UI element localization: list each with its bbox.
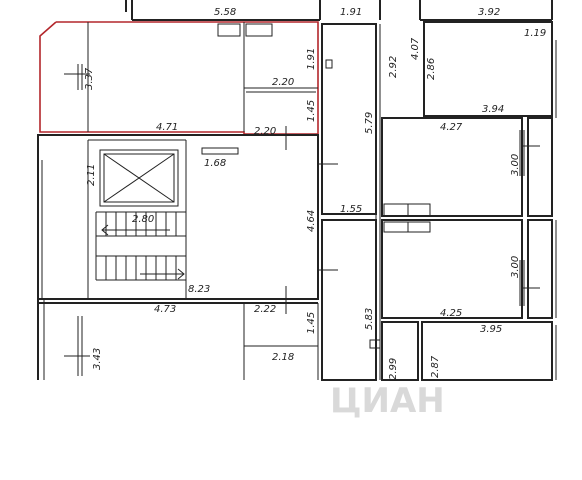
dim-2-22: 2.22 xyxy=(254,304,276,315)
dim-3-43: 3.43 xyxy=(92,348,103,370)
stair-arrow-icon xyxy=(101,224,185,280)
dim-8-23: 8.23 xyxy=(188,284,210,295)
dim-1-45-upper: 1.45 xyxy=(306,100,317,122)
dim-3-95: 3.95 xyxy=(480,324,502,335)
right-apartments xyxy=(381,21,553,381)
dim-2-92: 2.92 xyxy=(388,56,399,78)
dim-2-11: 2.11 xyxy=(86,164,97,186)
dim-5-58: 5.58 xyxy=(214,7,236,18)
dim-1-91-top: 1.91 xyxy=(340,7,362,18)
dim-1-55: 1.55 xyxy=(340,204,362,215)
elevator-icon xyxy=(99,149,179,207)
dim-1-19: 1.19 xyxy=(524,28,546,39)
dim-4-73: 4.73 xyxy=(154,304,176,315)
dim-3-00-lower: 3.00 xyxy=(510,256,521,278)
dim-3-37: 3.37 xyxy=(84,67,95,90)
dim-1-68: 1.68 xyxy=(204,158,226,169)
dimension-labels: 5.58 1.91 3.92 1.19 3.37 1.91 2.92 4.07 … xyxy=(84,7,546,380)
dim-2-80: 2.80 xyxy=(132,214,154,225)
dim-1-45-lower: 1.45 xyxy=(306,312,317,334)
dim-1-91-right: 1.91 xyxy=(306,48,317,70)
dim-4-07: 4.07 xyxy=(410,37,421,60)
dim-2-87: 2.87 xyxy=(430,355,441,378)
dim-4-25: 4.25 xyxy=(440,308,462,319)
watermark-logo: ЦИАН xyxy=(330,381,445,421)
dim-2-99: 2.99 xyxy=(388,358,399,380)
highlighted-apartment xyxy=(39,21,319,135)
dim-3-94: 3.94 xyxy=(482,104,504,115)
dim-3-00-upper: 3.00 xyxy=(510,154,521,176)
dim-2-86: 2.86 xyxy=(426,58,437,80)
stair-core xyxy=(37,126,338,314)
dim-4-27: 4.27 xyxy=(440,122,463,133)
dim-2-20-lower: 2.20 xyxy=(254,126,276,137)
lower-apartments xyxy=(38,73,319,380)
stairs xyxy=(95,211,186,281)
dim-4-71: 4.71 xyxy=(156,122,178,133)
dim-2-20-upper: 2.20 xyxy=(272,77,294,88)
central-corridor xyxy=(321,23,381,381)
dim-4-64: 4.64 xyxy=(306,210,317,232)
dim-3-92: 3.92 xyxy=(478,7,500,18)
dim-5-83: 5.83 xyxy=(364,308,375,330)
dim-2-18: 2.18 xyxy=(272,352,294,363)
dim-5-79: 5.79 xyxy=(364,112,375,134)
